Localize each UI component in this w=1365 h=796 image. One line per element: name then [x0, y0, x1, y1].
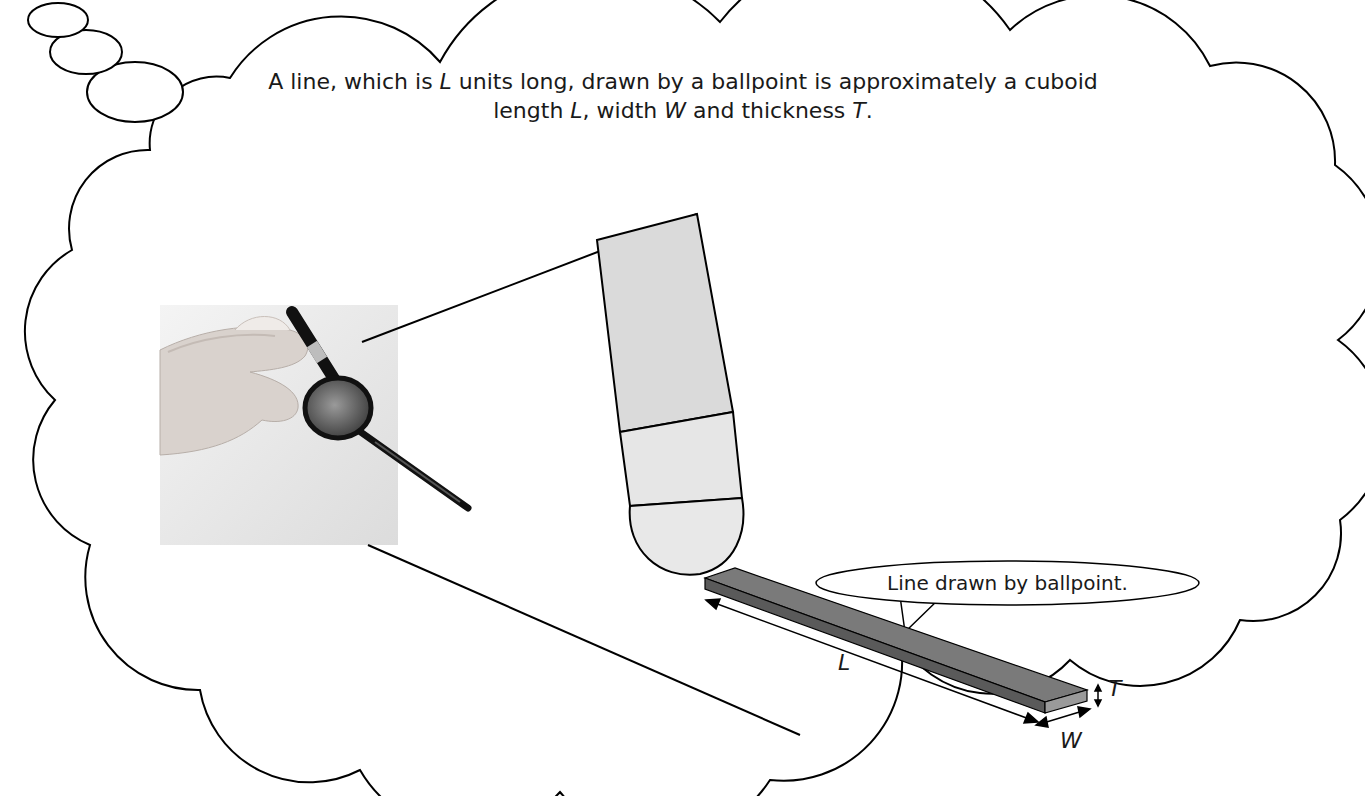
magnifier-lens	[305, 378, 371, 438]
length-dimension	[712, 602, 1032, 720]
arrowhead	[1095, 700, 1101, 706]
pen-ring	[312, 344, 322, 360]
pen-cone-lower	[620, 412, 742, 506]
cuboid-top	[705, 568, 1087, 702]
arrowhead	[1036, 717, 1048, 727]
magnifier-handle-highlight	[375, 442, 460, 502]
pen-body	[292, 312, 336, 382]
dimension-arrows	[706, 599, 1101, 727]
callout-bubble: Line drawn by ballpoint.	[815, 560, 1200, 606]
photo	[160, 305, 468, 545]
magnifier-handle	[355, 428, 468, 508]
finger-crease	[168, 335, 275, 352]
arrowhead	[706, 599, 720, 609]
thought-cloud	[25, 0, 1365, 796]
callout-tail	[900, 596, 940, 632]
cloud-text: A line, which is L units long, drawn by …	[248, 68, 1118, 125]
callout-ellipse	[816, 561, 1199, 605]
arrowhead	[1078, 707, 1090, 717]
dimension-label: T	[1108, 676, 1121, 701]
dimension-label: W	[1060, 728, 1082, 753]
arrowhead	[1095, 685, 1101, 691]
pen-ball	[630, 498, 744, 575]
cuboid-front	[705, 578, 1045, 713]
dimension-label: L	[838, 650, 850, 675]
callout-text: Line drawn by ballpoint.	[815, 570, 1200, 596]
thought-bubble	[28, 3, 88, 37]
fingernail	[235, 317, 290, 331]
cuboid-line	[705, 568, 1087, 713]
pen-cone-upper	[597, 214, 733, 432]
magnified-pen	[597, 214, 743, 575]
arrowhead	[1024, 713, 1038, 723]
hand	[160, 327, 308, 455]
